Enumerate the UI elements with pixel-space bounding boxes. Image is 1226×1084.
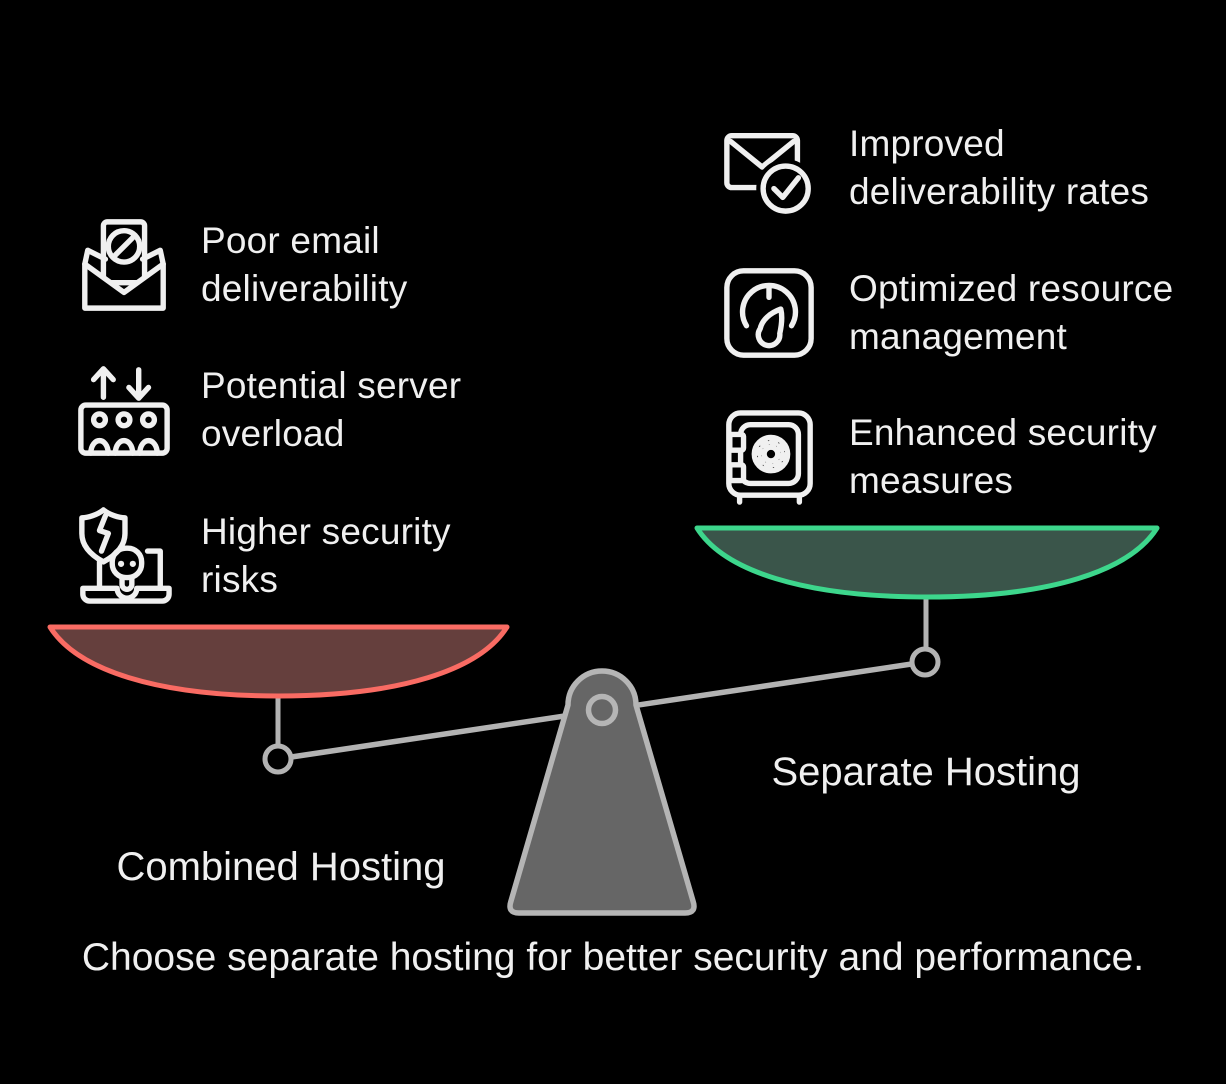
feature-label: Poor email deliverability	[201, 220, 408, 309]
right-pan	[694, 525, 1160, 600]
feature-label: Improved deliverability rates	[849, 123, 1150, 212]
feature-poor-email-deliverability: Poor email deliverability	[75, 215, 481, 315]
separate-hosting-label: Separate Hosting	[771, 750, 1081, 794]
feature-label: Higher security risks	[201, 511, 451, 600]
feature-improved-deliverability-rates: Improved deliverability rates	[720, 118, 1209, 218]
security-risk-icon	[75, 506, 173, 606]
caption-text: Choose separate hosting for better secur…	[81, 936, 1145, 979]
feature-label: Optimized resource management	[849, 268, 1174, 357]
left-pan-ring	[262, 743, 294, 775]
pivot-hole	[585, 693, 619, 727]
feature-enhanced-security-measures: Enhanced security measures	[720, 407, 1224, 507]
feature-label: Enhanced security measures	[849, 412, 1157, 501]
blocked-email-icon	[75, 215, 173, 315]
combined-hosting-label: Combined Hosting	[116, 845, 446, 889]
right-pan-ring	[909, 646, 941, 678]
feature-optimized-resource-management: Optimized resource management	[720, 263, 1226, 363]
feature-potential-server-overload: Potential server overload	[75, 360, 531, 460]
scale-fulcrum	[507, 668, 697, 916]
server-overload-icon	[75, 360, 173, 460]
feature-higher-security-risks: Higher security risks	[75, 506, 521, 606]
feature-label: Potential server overload	[201, 365, 462, 454]
left-pan	[47, 624, 510, 699]
gauge-icon	[720, 263, 818, 363]
email-check-icon	[720, 118, 818, 218]
safe-icon	[720, 407, 818, 507]
